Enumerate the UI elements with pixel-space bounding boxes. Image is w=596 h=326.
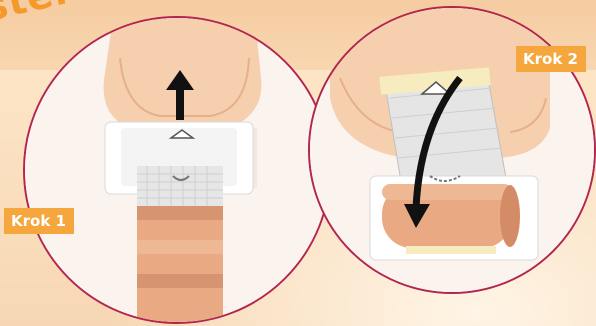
- step-2-label: Krok 2: [516, 46, 586, 72]
- step-1-label: Krok 1: [4, 208, 74, 234]
- plaster-strip: [137, 206, 223, 322]
- gauze-mesh: [137, 166, 223, 206]
- step-1-drawing: [25, 18, 329, 322]
- step-1-illustration: [23, 16, 331, 324]
